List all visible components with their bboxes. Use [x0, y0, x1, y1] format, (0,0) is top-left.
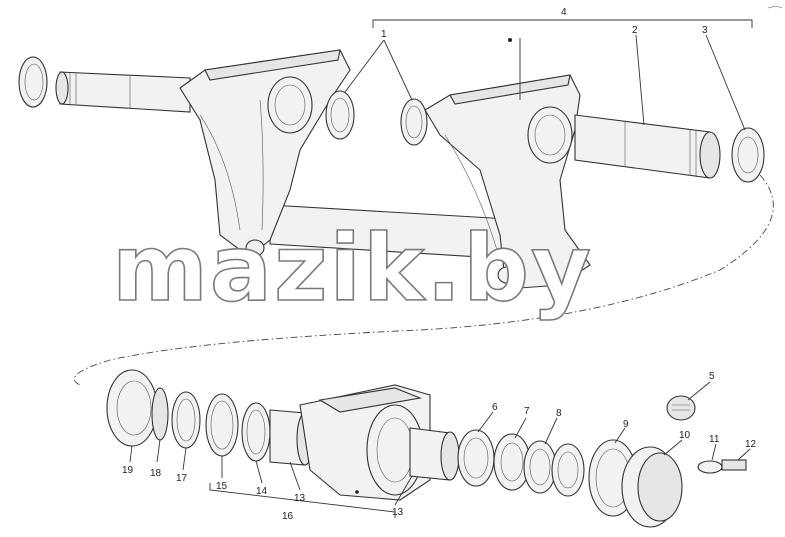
seal-ring-mid-b — [400, 98, 428, 146]
shaft-left — [55, 71, 191, 113]
seal-ring-mid-a — [325, 90, 355, 140]
callout-7: 7 — [524, 406, 530, 417]
part-5-plug — [666, 395, 696, 421]
group-16-bracket — [209, 483, 396, 518]
callout-12: 12 — [745, 439, 757, 450]
leader-lines — [129, 34, 751, 506]
callout-15: 15 — [216, 481, 228, 492]
part-16-hub-body — [299, 384, 431, 501]
group-4-bracket — [372, 19, 753, 28]
corner-mark — [767, 5, 783, 9]
part-11-washer — [697, 460, 723, 474]
part-19-cover — [106, 369, 158, 447]
callout-18: 18 — [150, 468, 162, 479]
lower-assembly — [106, 369, 747, 528]
part-15-seal — [205, 393, 239, 457]
part-10-cap — [621, 446, 683, 528]
bracket-left — [179, 49, 351, 257]
reference-dot — [508, 38, 512, 42]
callout-9: 9 — [623, 419, 629, 430]
seal-ring-right — [731, 127, 765, 183]
part-6-ring — [457, 429, 495, 487]
part-12-bolt — [721, 459, 747, 471]
callout-13-right: 13 — [392, 507, 404, 518]
callout-6: 6 — [492, 402, 498, 413]
part-14-ring — [241, 402, 271, 462]
callout-17: 17 — [176, 473, 188, 484]
callout-5: 5 — [709, 371, 715, 382]
seal-ring-left — [18, 56, 48, 108]
callout-10: 10 — [679, 430, 691, 441]
callout-14: 14 — [256, 486, 268, 497]
callout-16: 16 — [282, 511, 294, 522]
callout-13-left: 13 — [294, 493, 306, 504]
callout-19: 19 — [122, 465, 134, 476]
callout-8: 8 — [556, 408, 562, 419]
part-8-ring — [523, 440, 557, 494]
callout-1: 1 — [381, 29, 387, 40]
part-17-ring — [171, 391, 201, 449]
callout-11: 11 — [709, 434, 720, 445]
callout-3: 3 — [702, 25, 708, 36]
upper-assembly — [18, 49, 765, 289]
callout-4: 4 — [561, 7, 567, 18]
axis-line — [73, 174, 774, 386]
callout-labels: 4 1 2 3 5 6 7 8 9 10 11 12 19 18 17 15 1… — [122, 7, 757, 522]
part-18-gasket — [151, 387, 169, 441]
part-13-bushing-right — [409, 427, 460, 481]
bracket-right — [424, 74, 591, 289]
callout-2: 2 — [632, 25, 638, 36]
shaft-right — [574, 114, 721, 179]
part-8b-washer — [551, 443, 585, 497]
watermark-text: mazik.by — [112, 215, 593, 322]
